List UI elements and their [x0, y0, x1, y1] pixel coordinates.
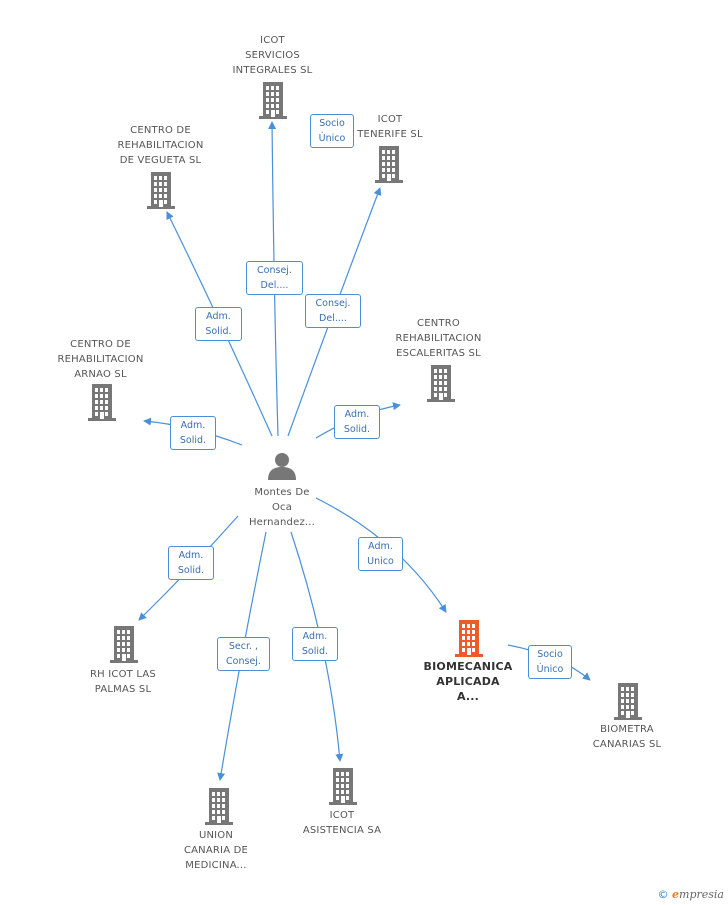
company-icot-servicios-label[interactable]: ICOT SERVICIOS INTEGRALES SL	[232, 35, 313, 76]
company-rh-icot-building-icon[interactable]	[108, 626, 140, 664]
company-icot-servicios-building-icon[interactable]	[257, 82, 289, 120]
company-centro-vegueta-building-icon[interactable]	[145, 172, 177, 210]
relation-label-biomecanica[interactable]: Adm. Unico	[358, 537, 403, 571]
company-biometra-building-icon[interactable]	[612, 683, 644, 721]
relation-label-rh-icot[interactable]: Adm. Solid.	[168, 546, 214, 580]
relation-label-centro-escaleritas[interactable]: Adm. Solid.	[334, 405, 380, 439]
relation-label-icot-servicios[interactable]: Consej. Del....	[246, 261, 303, 295]
company-centro-escaleritas-label[interactable]: CENTRO REHABILITACION ESCALERITAS SL	[395, 318, 482, 359]
company-centro-arnao-label[interactable]: CENTRO DE REHABILITACION ARNAO SL	[57, 339, 144, 380]
center-person-label[interactable]: Montes De Oca Hernandez...	[248, 487, 316, 528]
relation-label-centro-arnao[interactable]: Adm. Solid.	[170, 416, 216, 450]
company-centro-vegueta-label[interactable]: CENTRO DE REHABILITACION DE VEGUETA SL	[117, 125, 204, 166]
company-union-canaria-building-icon[interactable]	[203, 788, 235, 826]
company-icot-asistencia-label[interactable]: ICOT ASISTENCIA SA	[302, 810, 382, 836]
company-icot-tenerife-building-icon[interactable]	[373, 146, 405, 184]
relation-label-icot-asistencia[interactable]: Adm. Solid.	[292, 627, 338, 661]
relation-label-icot-tenerife-consej[interactable]: Consej. Del....	[305, 294, 361, 328]
company-biomecanica-building-icon[interactable]	[453, 620, 485, 658]
relation-label-centro-vegueta[interactable]: Adm. Solid.	[195, 307, 242, 341]
company-union-canaria-label[interactable]: UNION CANARIA DE MEDICINA...	[183, 830, 249, 871]
company-icot-asistencia-building-icon[interactable]	[327, 768, 359, 806]
company-biometra-label[interactable]: BIOMETRA CANARIAS SL	[592, 724, 662, 750]
relation-label-icot-tenerife-socio[interactable]: Socio Único	[310, 114, 354, 148]
person-icon[interactable]	[266, 450, 298, 484]
relation-label-biometra[interactable]: Socio Único	[528, 645, 572, 679]
company-centro-arnao-building-icon[interactable]	[86, 384, 118, 422]
company-centro-escaleritas-building-icon[interactable]	[425, 365, 457, 403]
company-rh-icot-label[interactable]: RH ICOT LAS PALMAS SL	[90, 669, 156, 695]
company-icot-tenerife-label[interactable]: ICOT TENERIFE SL	[357, 114, 423, 140]
relation-label-union-canaria[interactable]: Secr. , Consej.	[217, 637, 270, 671]
empresia-logo: © empresia	[657, 888, 724, 901]
company-biomecanica-label[interactable]: BIOMECANICA APLICADA A...	[423, 660, 513, 703]
